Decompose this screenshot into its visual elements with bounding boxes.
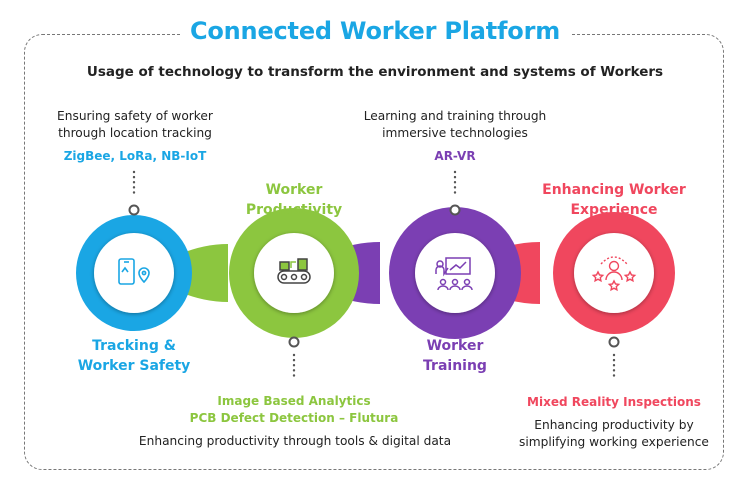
node2-description: Enhancing productivity through tools & d… <box>138 434 452 448</box>
node1-label-line1: Tracking & <box>92 338 176 354</box>
node1-description-line1: Ensuring safety of worker <box>57 109 213 123</box>
node1-description-line2: through location tracking <box>58 126 212 140</box>
node3-description-line2: immersive technologies <box>382 126 528 140</box>
node2-technology-line1: Image Based Analytics <box>217 394 371 408</box>
page-title: Connected Worker Platform <box>189 17 561 45</box>
node3-label-line2: Training <box>423 358 487 374</box>
node4-label: Enhancing Worker Experience <box>524 180 704 220</box>
node4-description-line1: Enhancing productivity by <box>534 418 694 432</box>
title-container: Connected Worker Platform <box>180 14 570 48</box>
node4-description-line2: simplifying working experience <box>519 435 709 449</box>
node-tracking-safety <box>76 215 192 331</box>
conveyor-belt-icon <box>277 258 311 284</box>
node2-technology: Image Based Analytics PCB Defect Detecti… <box>174 393 414 427</box>
node3-label-line1: Worker <box>426 338 484 354</box>
node1-label: Tracking & Worker Safety <box>54 336 214 376</box>
node1-description: Ensuring safety of worker through locati… <box>40 108 230 142</box>
node1-technology: ZigBee, LoRa, NB-IoT <box>63 149 207 163</box>
node3-label: Worker Training <box>375 336 535 376</box>
pointer-green-end <box>288 336 300 348</box>
pointer-red-end <box>608 336 620 348</box>
node4-label-line1: Enhancing Worker <box>542 182 686 198</box>
node1-label-line2: Worker Safety <box>77 358 191 374</box>
node4-description: Enhancing productivity by simplifying wo… <box>509 417 719 451</box>
mobile-location-icon <box>118 258 150 285</box>
node2-technology-line2: PCB Defect Detection – Flutura <box>189 411 399 425</box>
pointer-purple-end <box>449 204 461 216</box>
node3-description: Learning and training through immersive … <box>345 108 565 142</box>
presentation-training-icon <box>435 257 473 291</box>
node3-technology: AR-VR <box>434 149 476 163</box>
pointer-blue-end <box>128 204 140 216</box>
page-subtitle: Usage of technology to transform the env… <box>86 64 664 80</box>
worker-rating-icon <box>591 256 637 292</box>
node2-label-line2: Productivity <box>245 202 343 218</box>
node-worker-productivity <box>229 208 359 338</box>
connector-blue-green <box>180 244 228 302</box>
node2-label-line1: Worker <box>265 182 323 198</box>
node4-label-line2: Experience <box>570 202 658 218</box>
node3-description-line1: Learning and training through <box>363 109 547 123</box>
node-worker-experience <box>553 212 675 334</box>
node4-technology: Mixed Reality Inspections <box>527 395 701 409</box>
node2-label: Worker Productivity <box>214 180 374 220</box>
node-worker-training <box>389 207 521 339</box>
